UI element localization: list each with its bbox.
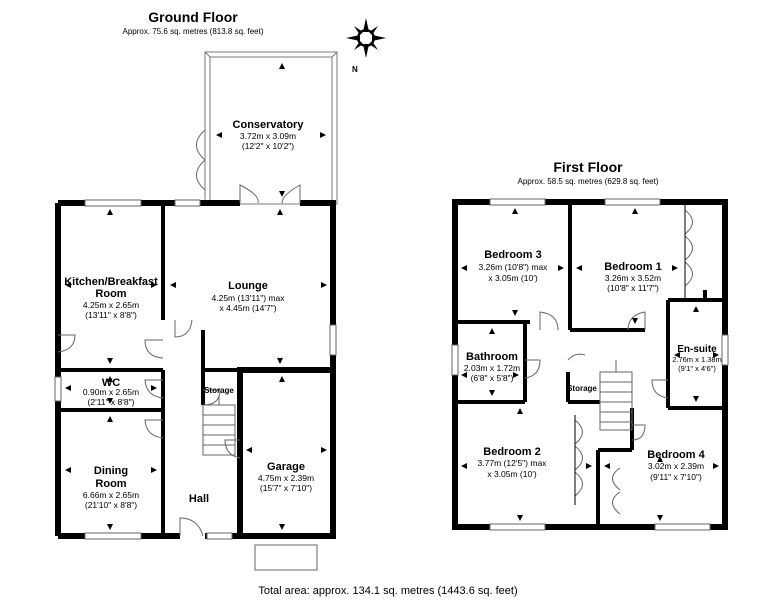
- bedroom3-dim1: 3.26m (10'8") max: [479, 262, 549, 272]
- compass-icon: [346, 18, 386, 58]
- conservatory-side-door-icon: [196, 129, 206, 191]
- first-floor-title: First Floor: [553, 159, 623, 175]
- hall-name: Hall: [189, 493, 209, 505]
- bathroom-window: [451, 344, 459, 376]
- first-storage-name: Storage: [567, 384, 597, 393]
- garage-dim2: (15'7" x 7'10"): [260, 483, 312, 493]
- ground-storage-name: Storage: [204, 386, 234, 395]
- kitchen-name-line1: Kitchen/Breakfast: [64, 276, 158, 288]
- lounge-dim2: x 4.45m (14'7"): [219, 303, 276, 313]
- bathroom-dim1: 2.03m x 1.72m: [464, 363, 520, 373]
- dining-dim1: 6.66m x 2.65m: [83, 490, 139, 500]
- bedroom1-dim1: 3.26m x 3.52m: [605, 273, 661, 283]
- ground-floor-area: Approx. 75.6 sq. metres (813.8 sq. feet): [123, 27, 264, 36]
- total-area: Total area: approx. 134.1 sq. metres (14…: [258, 585, 517, 597]
- hall-window: [206, 532, 233, 540]
- lounge-name: Lounge: [228, 280, 268, 292]
- lounge-top-window: [174, 199, 201, 207]
- bedroom2-name: Bedroom 2: [483, 446, 540, 458]
- ground-floor-stairs: [202, 395, 236, 456]
- ensuite-name: En-suite: [677, 344, 717, 355]
- bedroom2-window: [489, 523, 546, 531]
- bathroom-dim2: (6'8" x 5'8"): [471, 373, 514, 383]
- compass-label: N: [352, 65, 358, 74]
- bedroom1-dim2: (10'8" x 11'7"): [607, 283, 659, 293]
- garage-door-window: [254, 544, 318, 571]
- wc-dim1: 0.90m x 2.65m: [83, 387, 139, 397]
- garage-dim1: 4.75m x 2.39m: [258, 473, 314, 483]
- kitchen-window: [84, 199, 142, 207]
- wardrobe-icons: [574, 205, 693, 515]
- kitchen-dim2: (13'11" x 8'8"): [85, 310, 137, 320]
- dining-name-line1: Dining: [94, 465, 128, 477]
- lounge-right-window: [329, 324, 337, 356]
- ensuite-window: [721, 334, 729, 366]
- conservatory-dim1: 3.72m x 3.09m: [240, 131, 296, 141]
- bedroom1-name: Bedroom 1: [604, 261, 661, 273]
- kitchen-name-line2: Room: [95, 288, 126, 300]
- bedroom4-dim1: 3.02m x 2.39m: [648, 461, 704, 471]
- first-floor-stairs: [599, 360, 633, 431]
- ground-floor-dimension-arrows: [65, 63, 327, 530]
- conservatory-frame: [204, 51, 338, 205]
- first-floor-dimension-arrows: [461, 208, 719, 521]
- wc-name: WC: [102, 377, 120, 389]
- conservatory-dim2: (12'2" x 10'2"): [242, 141, 294, 151]
- conservatory-name: Conservatory: [233, 119, 305, 131]
- ensuite-dim1: 2.76m x 1.38m: [672, 355, 722, 364]
- bedroom2-dim2: x 3.05m (10'): [487, 469, 537, 479]
- kitchen-dim1: 4.25m x 2.65m: [83, 300, 139, 310]
- first-floor-area: Approx. 58.5 sq. metres (629.8 sq. feet): [518, 177, 659, 186]
- bedroom3-dim2: x 3.05m (10'): [488, 273, 538, 283]
- garage-name: Garage: [267, 461, 305, 473]
- dining-window: [84, 532, 142, 540]
- bedroom1-window: [604, 198, 661, 206]
- bedroom2-dim1: 3.77m (12'5") max: [478, 458, 548, 468]
- bathroom-name: Bathroom: [466, 351, 518, 363]
- ground-floor-title: Ground Floor: [148, 9, 238, 25]
- ground-floor-walls: [55, 200, 336, 539]
- bedroom3-name: Bedroom 3: [484, 249, 541, 261]
- wc-window: [54, 376, 62, 402]
- bedroom3-window: [489, 198, 546, 206]
- lounge-dim1: 4.25m (13'11") max: [212, 293, 286, 303]
- dining-dim2: (21'10" x 8'8"): [85, 500, 137, 510]
- first-floor-doors-icon: [524, 311, 669, 441]
- bedroom4-name: Bedroom 4: [647, 449, 705, 461]
- dining-name-line2: Room: [95, 478, 126, 490]
- bedroom4-dim2: (9'11" x 7'10"): [650, 472, 702, 482]
- wc-dim2: (2'11" x 8'8"): [88, 397, 135, 407]
- ensuite-dim2: (9'1" x 4'6"): [678, 364, 716, 373]
- bedroom4-window: [654, 523, 711, 531]
- ground-floor-doors-icon: [57, 184, 301, 537]
